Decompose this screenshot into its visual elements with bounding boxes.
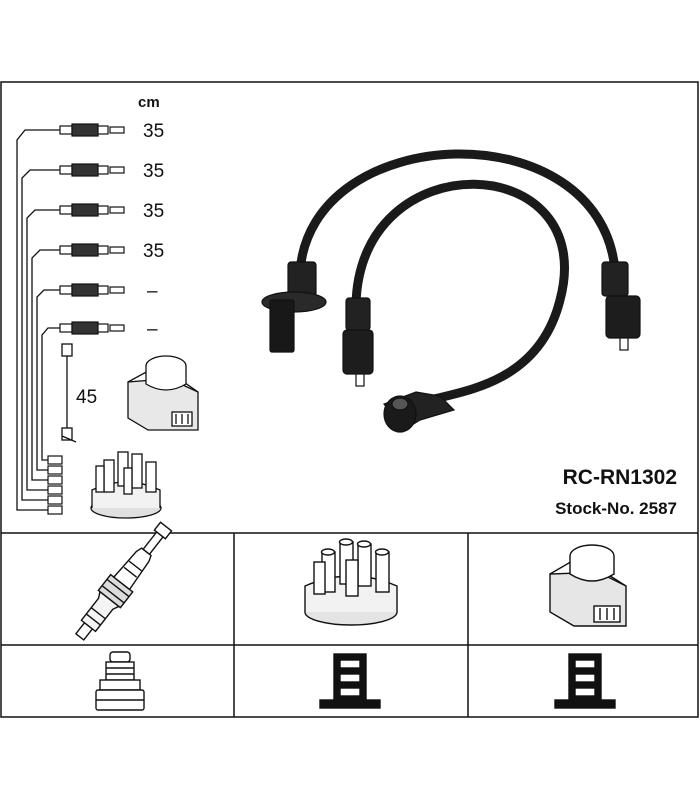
lead-connectors bbox=[47, 123, 125, 515]
lead-row-3-connector bbox=[59, 203, 125, 217]
distributor-cap-icon bbox=[90, 451, 162, 519]
lead-row-1-connector bbox=[59, 123, 125, 137]
lead-length-6: – bbox=[147, 319, 158, 340]
cap-end-boot bbox=[261, 261, 327, 353]
lead-row-5-connector bbox=[59, 283, 125, 297]
cap-terminal-stack bbox=[47, 455, 63, 515]
lead-length-2: 35 bbox=[143, 161, 164, 182]
plug-boot-middle bbox=[342, 297, 374, 387]
distributor-connector-icon bbox=[319, 653, 381, 709]
lead-length-4: 35 bbox=[143, 241, 164, 262]
unit-label: cm bbox=[138, 94, 160, 111]
ignition-leads-illustration bbox=[261, 149, 641, 433]
lead-length-5: – bbox=[147, 281, 158, 302]
product-model: RC-RN1302 bbox=[563, 466, 677, 489]
ignition-coil-icon bbox=[127, 355, 199, 431]
lead-row-2-connector bbox=[59, 163, 125, 177]
distributor-cap-large-icon bbox=[304, 538, 398, 626]
lead-length-3: 35 bbox=[143, 201, 164, 222]
coil-angled-boot bbox=[383, 391, 456, 433]
lead-length-1: 35 bbox=[143, 121, 164, 142]
plug-boot-right bbox=[601, 261, 641, 351]
spark-plug-icon bbox=[74, 521, 173, 641]
lead-schematic bbox=[16, 129, 77, 511]
lead-row-6-connector bbox=[59, 321, 125, 335]
spark-plug-connector-icon bbox=[95, 651, 145, 711]
ignition-coil-large-icon bbox=[549, 544, 627, 627]
lead-row-4-connector bbox=[59, 243, 125, 257]
stock-label-text: Stock-No. bbox=[555, 499, 634, 518]
coil-lead-length: 45 bbox=[76, 387, 97, 408]
stock-label: Stock-No. 2587 bbox=[555, 499, 677, 518]
stock-number: 2587 bbox=[639, 499, 677, 518]
frame bbox=[0, 81, 699, 718]
coil-connector-icon bbox=[554, 653, 616, 709]
